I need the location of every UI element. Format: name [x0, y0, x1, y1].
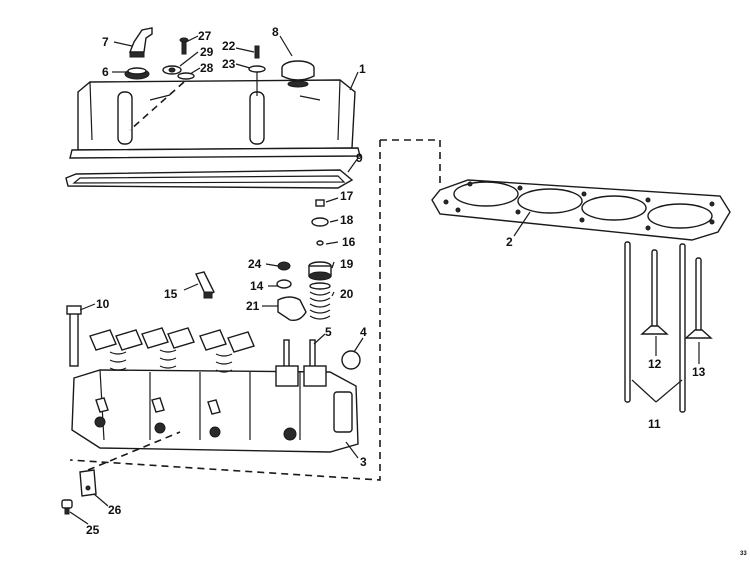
- cover-screw-leader: [129, 81, 185, 131]
- callout-19: 19: [340, 257, 354, 271]
- screw-25: [61, 499, 73, 515]
- callout-5: 5: [325, 325, 332, 339]
- callout-20: 20: [340, 287, 354, 301]
- callout-14: 14: [250, 279, 264, 293]
- head-outline-leader: [69, 140, 381, 481]
- exhaust-valve: [684, 257, 713, 339]
- callout-12: 12: [648, 357, 662, 371]
- callout-24: 24: [248, 257, 262, 271]
- push-rods: [624, 241, 686, 413]
- breather-elbow: [128, 27, 153, 58]
- gasket-leader: [380, 139, 441, 186]
- plug-4: [341, 350, 361, 370]
- callout-6: 6: [102, 65, 109, 79]
- callout-26: 26: [108, 503, 122, 517]
- callout-10: 10: [96, 297, 110, 311]
- valve-key-17: [315, 199, 325, 207]
- callout-2: 2: [506, 235, 513, 249]
- callout-15: 15: [164, 287, 178, 301]
- callout-1: 1: [359, 62, 366, 76]
- callout-16: 16: [342, 235, 356, 249]
- callout-21: 21: [246, 299, 260, 313]
- cover-washer-23: [248, 65, 266, 73]
- breather-grommet: [124, 67, 150, 80]
- spring-retainer-19: [308, 261, 332, 281]
- callout-28: 28: [200, 61, 214, 75]
- callout-4: 4: [360, 325, 367, 339]
- rocker-arm-21: [277, 296, 307, 322]
- valve-cover-gasket: [65, 169, 354, 189]
- bracket-leader: [87, 431, 181, 471]
- cover-grommet-29: [162, 65, 182, 75]
- cover-washer-28: [177, 72, 195, 80]
- callout-23: 23: [222, 57, 236, 71]
- callout-17: 17: [340, 189, 354, 203]
- valve-cap-18: [311, 217, 329, 227]
- oil-filler-cap: [281, 60, 315, 88]
- rocker-studs: [283, 339, 316, 369]
- pivot-nut-24: [277, 261, 291, 271]
- callout-9: 9: [356, 151, 363, 165]
- cover-screw-27: [179, 37, 189, 55]
- callout-29: 29: [200, 45, 214, 59]
- cylinder-head: [71, 369, 359, 453]
- callout-18: 18: [340, 213, 354, 227]
- callout-3: 3: [360, 455, 367, 469]
- pivot-ball-14: [276, 279, 292, 289]
- callout-11: 11: [648, 417, 661, 431]
- callout-13: 13: [692, 365, 706, 379]
- callout-7: 7: [102, 35, 109, 49]
- callout-25: 25: [86, 523, 100, 537]
- callout-8: 8: [272, 25, 279, 39]
- rocker-arms-assembled: [89, 327, 327, 387]
- head-bolt: [66, 305, 82, 367]
- valve-cover: [69, 79, 361, 159]
- intake-valve: [640, 249, 669, 335]
- bracket-26: [79, 469, 97, 497]
- cover-screw-22: [254, 45, 260, 59]
- valve-spring-20: [309, 282, 331, 320]
- head-gasket: [431, 179, 731, 241]
- temperature-sender: [195, 271, 215, 299]
- callout-27: 27: [198, 29, 212, 43]
- callout-22: 22: [222, 39, 236, 53]
- leader-lines: [69, 35, 700, 525]
- oil-seal-16: [316, 240, 324, 246]
- page-number: 33: [740, 551, 747, 557]
